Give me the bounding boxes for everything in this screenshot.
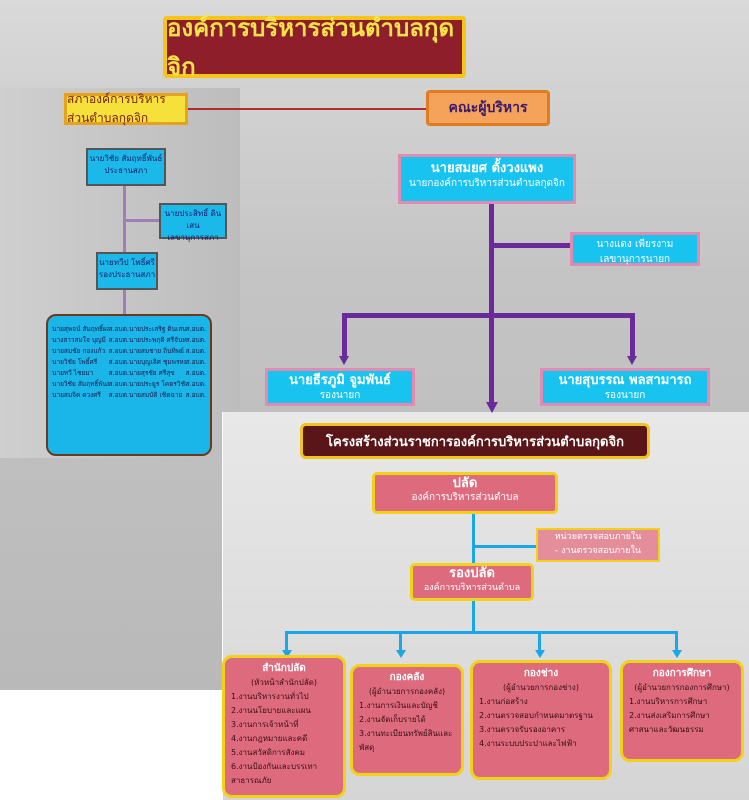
mayor-role: นายกองค์การบริหารส่วนตำบลกุดจิก [409,178,565,189]
dept-item: 3.งานทะเบียนทรัพย์สินและพัสดุ [359,729,453,752]
council-vice-president-box: นายทวีป โพธิ์ศรี รองประธานสภา [96,252,158,290]
council-executives-connector [188,108,428,110]
dept-sub: (ผู้อำนวยการกองช่าง) [503,683,579,692]
dept-arrow-2 [396,650,406,658]
deputy-left-name: นายธีรภูมิ จูมพันธ์ [289,373,391,388]
member-row: นางสาวสมใจ บุญมีส.อบต. ม.2นายประพฤติ ศรี… [52,336,206,344]
council-president-role: ประธานสภา [104,166,148,175]
deputy-palad-box: รองปลัด องค์การบริหารส่วนตำบล [410,563,534,601]
deputy-right-role: รองนายก [604,390,646,401]
dept-item: 1.งานก่อสร้าง [479,697,528,706]
dept-item: 1.งานบริหารงานทั่วไป [231,692,309,701]
dept-name: กองช่าง [523,668,559,679]
exec-secretary-name: นางแดง เพียรงาม [596,239,674,250]
council-vice-president-name: นายทวีป โพธิ์ศรี [99,258,155,267]
structure-line-palad [472,514,475,566]
structure-line-audit [474,545,538,548]
dept-finance: กองคลัง (ผู้อำนวยการกองคลัง) 1.งานการเงิ… [350,664,464,776]
dept-item: 4.งานระบบประปาและไฟฟ้า [479,739,577,748]
dept-sub: (ผู้อำนวยการกองการศึกษา) [634,683,730,692]
deputy-left-role: รองนายก [319,390,361,401]
dept-name: กองคลัง [389,672,425,683]
executives-line-vertical [489,204,494,404]
palad-box: ปลัด องค์การบริหารส่วนตำบล [372,472,558,514]
dept-item: ศาสนาและวัฒนธรรม [629,725,704,734]
dept-drop-2 [399,631,402,651]
dept-item: 4.งานกฎหมายและคดี [231,734,308,743]
structure-title: โครงสร้างส่วนราชการองค์การบริหารส่วนตำบล… [300,423,650,459]
structure-line-deputy [472,601,475,633]
mayor-box: นายสมยศ ตั้งวงแพง นายกองค์การบริหารส่วนต… [398,154,576,204]
dept-arrow-4 [672,650,682,658]
page-title: องค์การบริหารส่วนตำบลกุดจิก [163,14,466,81]
executives-line-left-drop [342,313,347,357]
structure-line-departments [285,631,677,634]
member-row: นายสุพจน์ สัมฤทธิ์ผลส.อบต. ม.1นายประเสริ… [52,325,206,333]
council-secretary-box: นายประสิทธิ์ ดินเสน เลขานุการสภา [159,203,227,242]
council-line-horizontal [123,219,161,222]
deputy-right-box: นายสุบรรณ พลสามารถ รองนายก [540,368,710,406]
dept-drop-4 [675,631,678,651]
dept-education: กองการศึกษา (ผู้อำนวยการกองการศึกษา) 1.ง… [620,660,744,762]
mayor-name: นายสมยศ ตั้งวงแพง [430,161,544,176]
member-row: นายวิชัย โพธิ์ศรีส.อบต. ม.4นายบุญเลิศ ชุ… [52,358,206,366]
dept-name: กองการศึกษา [652,668,712,679]
dept-item: 2.งานส่งเสริมการศึกษา [629,711,710,720]
dept-item: 6.งานป้องกันและบรรเทาสาธารณภัย [231,762,318,785]
dept-arrow-1 [282,650,292,658]
council-members-box: นายสุพจน์ สัมฤทธิ์ผลส.อบต. ม.1นายประเสริ… [46,314,212,456]
dept-sub: (ผู้อำนวยการกองคลัง) [368,687,446,696]
executives-line-horizontal [342,313,634,318]
executives-line-right-drop [630,313,635,357]
dept-engineering: กองช่าง (ผู้อำนวยการกองช่าง) 1.งานก่อสร้… [470,660,612,780]
deputy-palad-sub: องค์การบริหารส่วนตำบล [423,583,521,593]
dept-item: 3.งานตรวจรับรองอาคาร [479,725,565,734]
dept-sub: (หัวหน้าสำนักปลัด) [250,678,318,687]
dept-item: 1.งานการเงินและบัญชี [359,701,438,710]
council-secretary-name: นายประสิทธิ์ ดินเสน [164,209,222,230]
dept-drop-1 [285,631,288,651]
dept-item: 3.งานการเจ้าหน้าที่ [231,720,299,729]
council-secretary-role: เลขานุการสภา [167,233,219,242]
palad-head: ปลัด [452,476,478,491]
executives-line-secretary [491,243,573,248]
dept-item: 2.งานจัดเก็บรายได้ [359,715,426,724]
exec-secretary-role: เลขานุการนายก [599,254,671,265]
dept-office-palad: สำนักปลัด (หัวหน้าสำนักปลัด) 1.งานบริหาร… [222,655,346,798]
council-president-box: นายวิชัย สัมฤทธิ์พันธ์ ประธานสภา [86,148,166,186]
dept-drop-3 [538,631,541,651]
dept-item: 2.งานตรวจสอบกำหนดมาตรฐาน [479,711,593,720]
audit-sub: - งานตรวจสอบภายใน [554,546,642,556]
member-row: นายสมชัย กองแก้วส.อบต. ม.3นายสมชาย ถิ่นท… [52,347,206,355]
exec-secretary-box: นางแดง เพียรงาม เลขานุการนายก [570,232,700,266]
dept-item: 5.งานสวัสดิการสังคม [231,748,305,757]
deputy-left-box: นายธีรภูมิ จูมพันธ์ รองนายก [265,368,415,406]
deputy-palad-head: รองปลัด [449,566,495,581]
council-line-vertical-2 [123,290,126,316]
dept-item: 1.งานบริหารการศึกษา [629,697,708,706]
executives-label: คณะผู้บริหาร [426,90,550,126]
arrow-structure [486,402,498,413]
palad-sub: องค์การบริหารส่วนตำบล [411,492,519,503]
audit-box: หน่วยตรวจสอบภายใน - งานตรวจสอบภายใน [536,528,660,562]
council-vice-president-role: รองประธานสภา [98,270,156,279]
arrow-right-deputy [627,356,637,365]
dept-item: 2.งานนโยบายและแผน [231,706,311,715]
council-president-name: นายวิชัย สัมฤทธิ์พันธ์ [89,154,163,163]
member-row: นายสมจิต ดวงศรีส.อบต. ม.7นายสมบัติ เชิดฉ… [52,391,206,399]
dept-arrow-3 [535,650,545,658]
member-row: นายวิชัย สัมฤทธิ์พันธ์ส.อบต. ม.6นายประยู… [52,380,206,388]
council-label: สภาองค์การบริหารส่วนตำบลกุดจิก [64,92,188,125]
deputy-right-name: นายสุบรรณ พลสามารถ [558,373,692,388]
audit-head: หน่วยตรวจสอบภายใน [554,532,642,542]
arrow-left-deputy [339,356,349,365]
dept-name: สำนักปลัด [262,663,306,674]
